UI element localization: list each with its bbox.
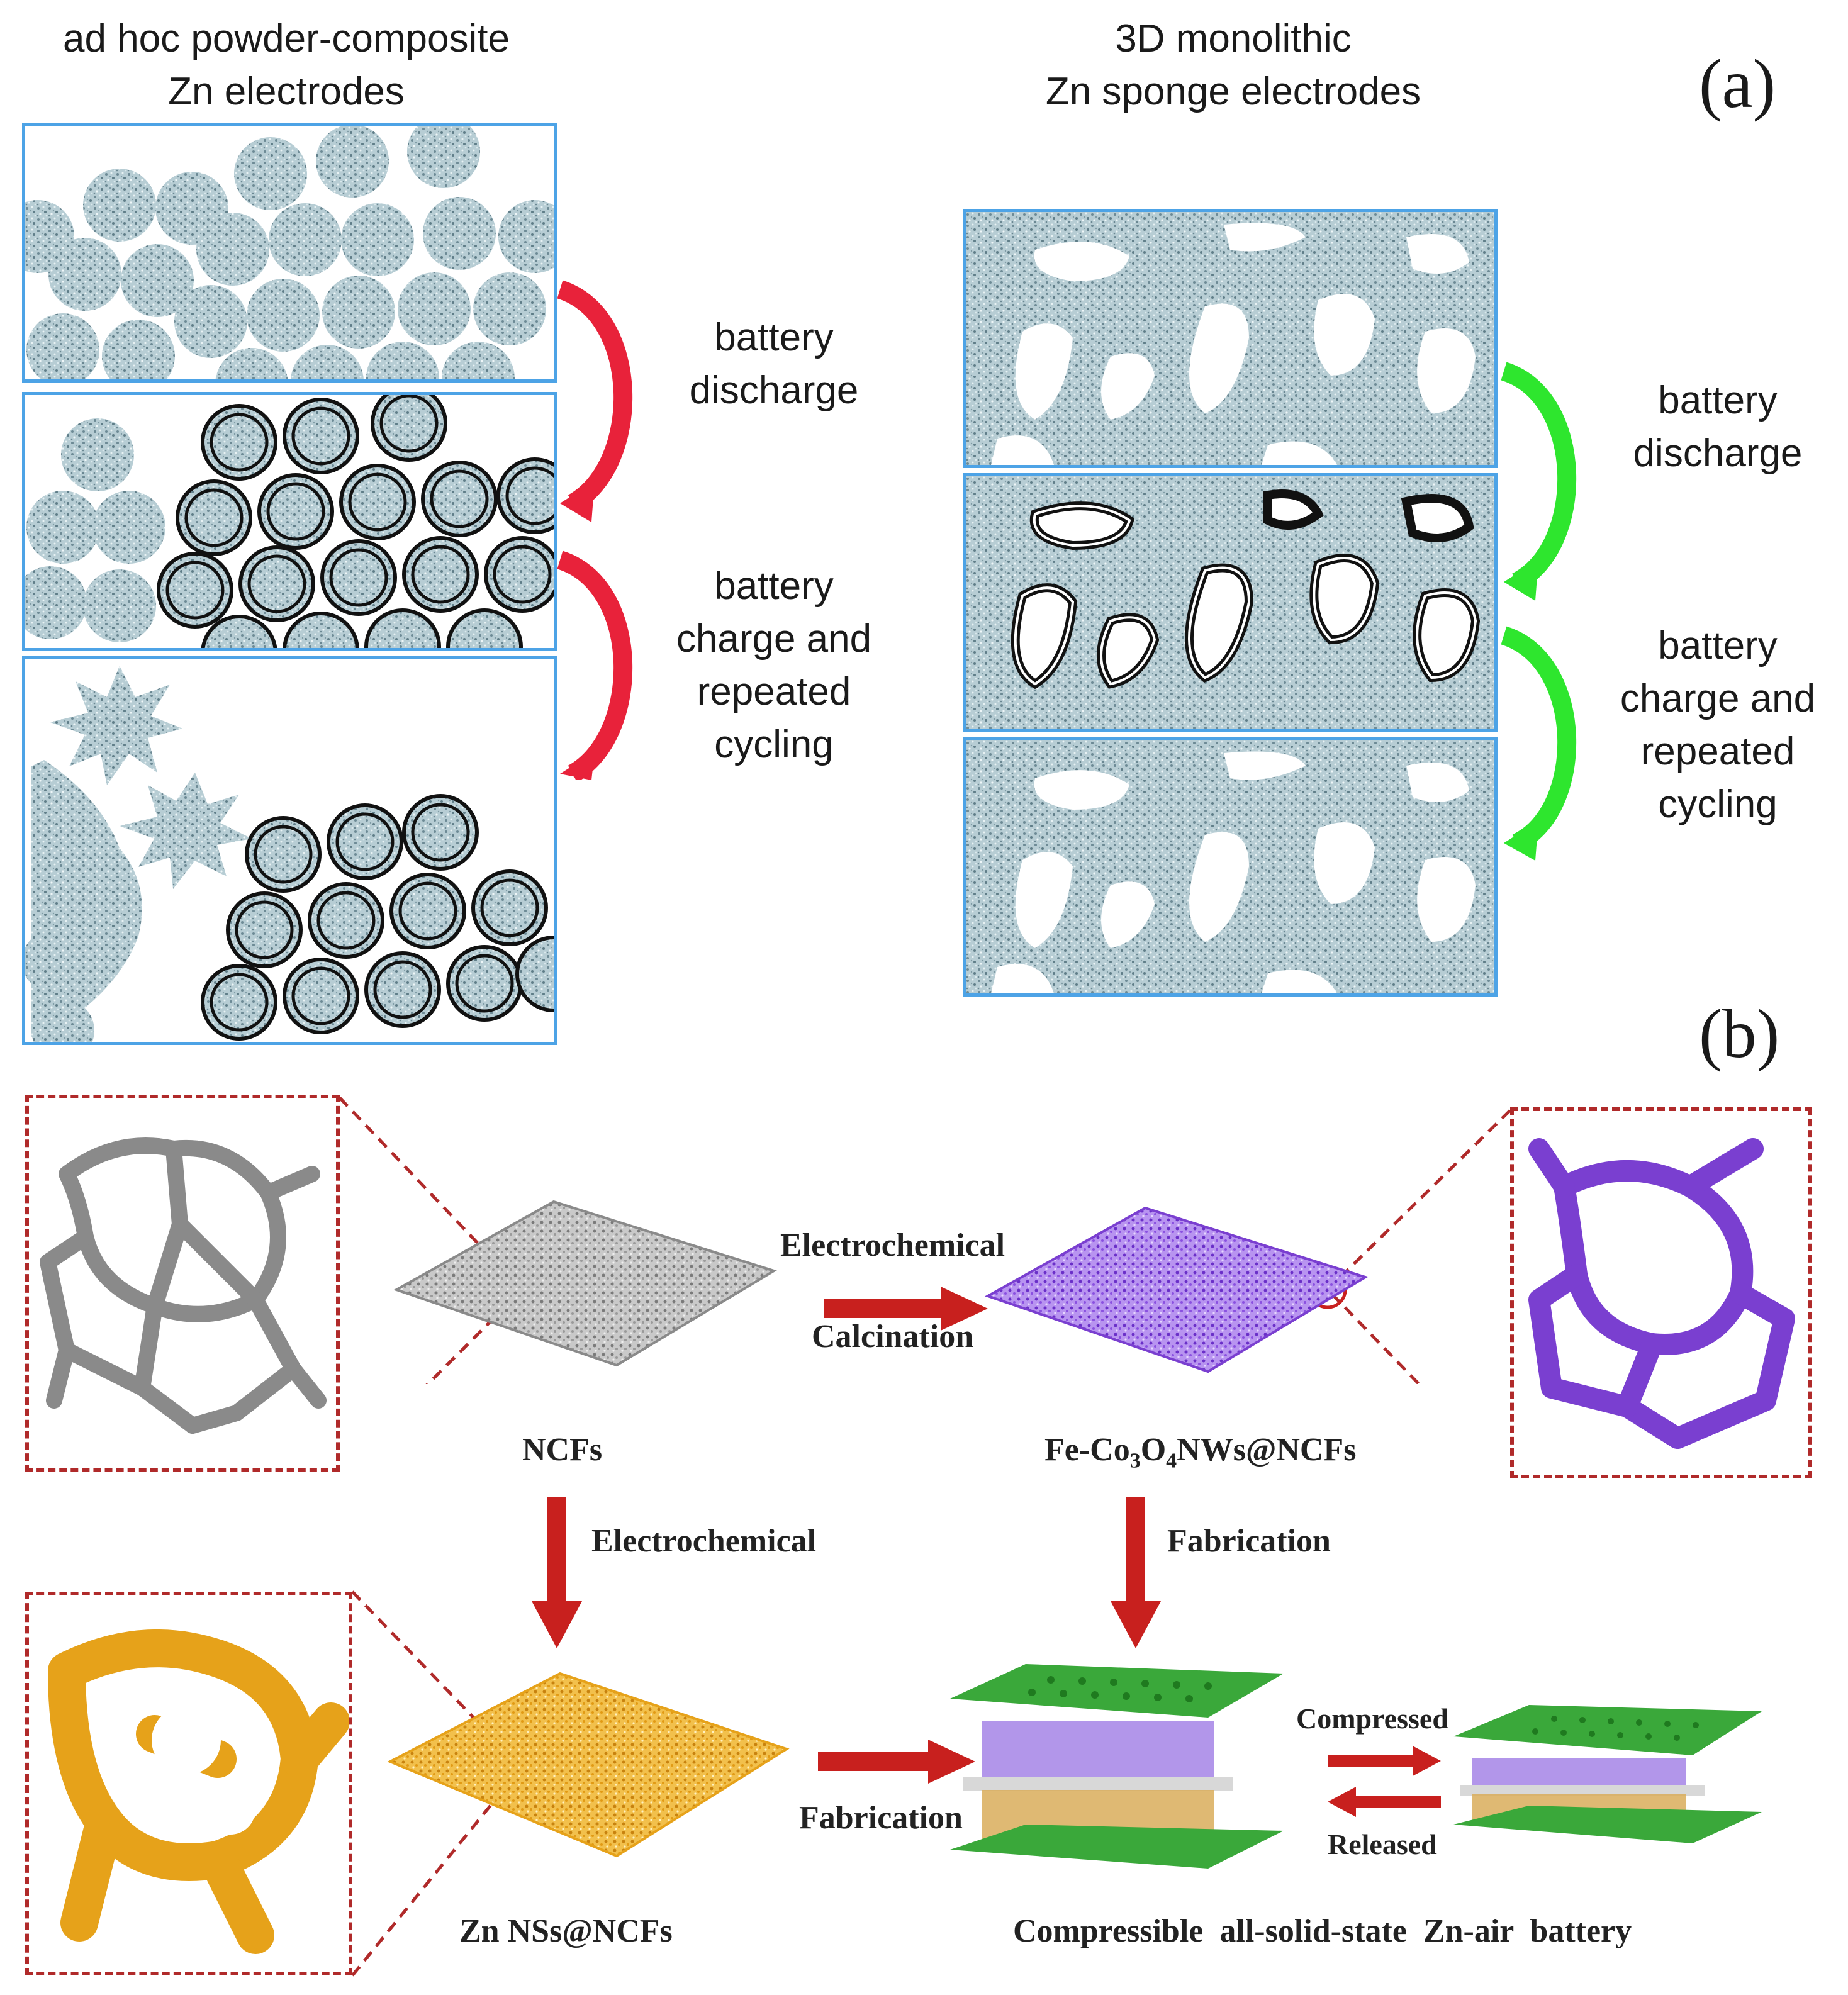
right-discharge-line2: discharge <box>1633 432 1803 475</box>
left-title-line1: ad hoc powder-composite <box>63 17 510 60</box>
fe-label-sub2: 4 <box>1166 1449 1177 1473</box>
discharge-arrowhead-left <box>560 481 595 522</box>
compressed-label: Compressed <box>1296 1702 1448 1735</box>
ncfs-framework-zoom <box>40 1137 327 1434</box>
left-cycling-label: battery charge and repeated cycling <box>654 560 893 771</box>
powder-frame-cycled <box>22 656 557 1045</box>
right-cycling-line3: repeated <box>1640 730 1795 773</box>
left-cycling-line1: battery <box>714 564 834 608</box>
left-cycling-line3: repeated <box>697 670 851 713</box>
left-discharge-label: battery discharge <box>654 311 893 417</box>
ncfs-block <box>393 1200 777 1367</box>
left-discharge-line2: discharge <box>689 369 859 412</box>
powder-particles-initial <box>25 126 554 379</box>
battery-expanded <box>950 1664 1284 1869</box>
sponge-frame-cycled <box>963 737 1498 997</box>
discharge-arrowhead-right <box>1504 560 1538 601</box>
left-discharge-line1: battery <box>714 316 834 359</box>
right-cycling-line2: charge and <box>1620 677 1816 720</box>
fe-co3o4-label: Fe-Co3O4NWs@NCFs <box>1044 1431 1356 1473</box>
cycling-arrowhead-left <box>560 752 595 780</box>
left-cycling-line2: charge and <box>676 617 872 661</box>
released-label: Released <box>1328 1828 1437 1860</box>
right-discharge-label: battery discharge <box>1598 374 1837 480</box>
left-title-line2: Zn electrodes <box>168 70 405 113</box>
right-cycling-line4: cycling <box>1658 783 1778 826</box>
arrow1-top-label: Electrochemical <box>780 1227 1005 1263</box>
fe-label-prefix: Fe-Co <box>1044 1432 1130 1468</box>
right-discharge-line1: battery <box>1658 379 1778 422</box>
arrow-fab-label: Fabrication <box>799 1800 963 1836</box>
zn-nss-zoom-box <box>25 1592 352 1975</box>
powder-frame-discharged <box>22 392 557 651</box>
right-cycling-label: battery charge and repeated cycling <box>1598 620 1837 831</box>
battery-compressed <box>1453 1705 1762 1843</box>
sponge-frame-discharged <box>963 473 1498 732</box>
sponge-structure-initial <box>966 212 1494 465</box>
left-arrows <box>556 280 633 780</box>
right-arrows <box>1500 362 1577 861</box>
zn-nss-label: Zn NSs@NCFs <box>459 1913 673 1949</box>
fe-label-mid: O <box>1140 1432 1167 1468</box>
discharge-arrow-right <box>1500 362 1577 591</box>
cycling-arrow-left <box>556 550 633 780</box>
arrow-down-left-label: Electrochemical <box>591 1523 817 1559</box>
panel-letter-a: (a) <box>1699 45 1776 122</box>
sponge-frame-initial <box>963 209 1498 468</box>
right-cycling-line1: battery <box>1658 624 1778 668</box>
arrow-down-right-label: Fabrication <box>1167 1523 1331 1559</box>
right-title-line2: Zn sponge electrodes <box>1045 70 1421 113</box>
cycling-arrow-right <box>1500 626 1577 852</box>
left-title: ad hoc powder-composite Zn electrodes <box>19 13 554 118</box>
arrow-down-left <box>532 1497 582 1648</box>
arrow-ncfs-to-fe <box>824 1287 988 1331</box>
discharge-arrow-left <box>556 280 633 512</box>
right-title-line1: 3D monolithic <box>1115 17 1352 60</box>
fe-co3o4-zoom-box <box>1510 1107 1812 1478</box>
fe-co3o4-framework-zoom <box>1528 1138 1795 1449</box>
right-title: 3D monolithic Zn sponge electrodes <box>963 13 1504 118</box>
sponge-structure-cycled <box>966 740 1494 993</box>
zn-nss-framework-zoom <box>48 1629 350 1954</box>
arrow-zn-to-battery <box>818 1740 975 1784</box>
fe-label-suffix: NWs@NCFs <box>1177 1432 1357 1468</box>
zn-nss-block <box>387 1672 790 1858</box>
cycling-arrowhead-right <box>1504 821 1538 861</box>
powder-frame-initial <box>22 123 557 383</box>
powder-particles-discharged <box>25 395 554 648</box>
arrow-down-right <box>1111 1497 1161 1648</box>
compress-release-arrows <box>1328 1746 1441 1817</box>
panel-letter-b: (b) <box>1699 995 1780 1072</box>
fe-co3o4-block <box>985 1206 1369 1373</box>
sponge-structure-discharged <box>966 476 1494 729</box>
ncfs-label: NCFs <box>522 1432 603 1468</box>
left-cycling-line4: cycling <box>714 723 834 766</box>
arrow1-bottom-label: Calcination <box>812 1319 974 1355</box>
fe-label-sub1: 3 <box>1129 1449 1141 1473</box>
battery-label: Compressible all-solid-state Zn-air batt… <box>1013 1913 1632 1949</box>
ncfs-zoom-box <box>25 1095 340 1472</box>
powder-particles-cycled-dendrites <box>25 666 554 1042</box>
